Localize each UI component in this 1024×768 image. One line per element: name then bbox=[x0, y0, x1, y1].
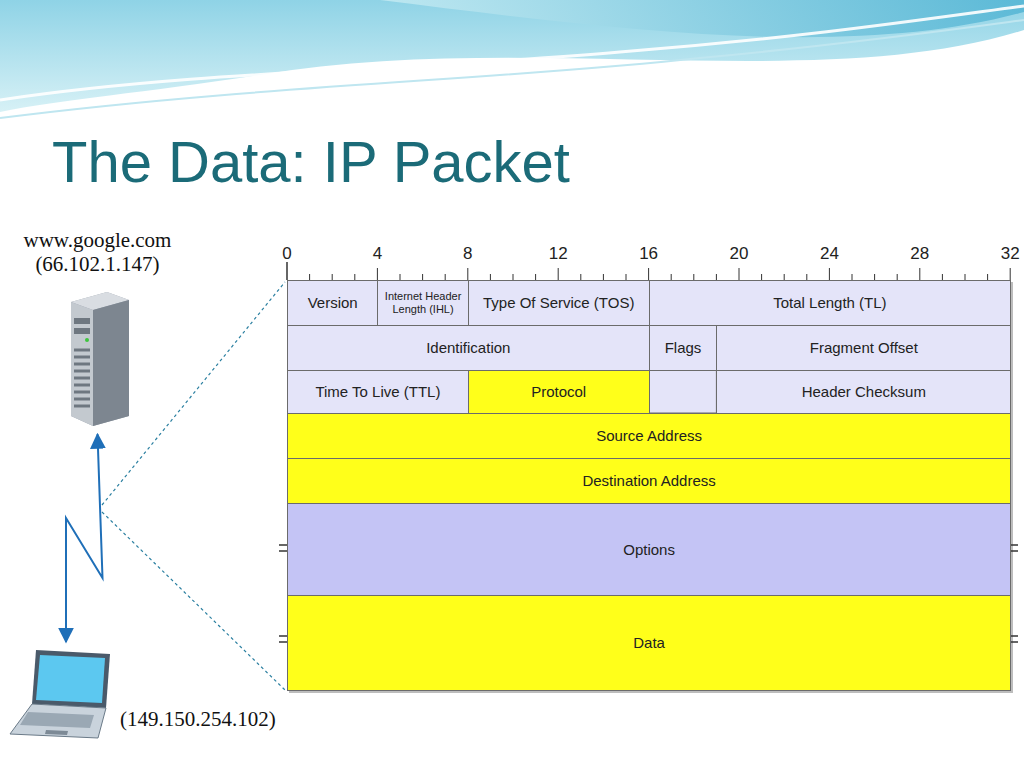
field-name: Time To Live (TTL) bbox=[315, 383, 440, 401]
field-name: Internet Header Length (IHL) bbox=[382, 290, 463, 315]
header-streak bbox=[0, 20, 1024, 118]
header-field: Flags bbox=[649, 325, 718, 371]
header-field: Identification bbox=[287, 325, 650, 371]
field-name: Type Of Service (TOS) bbox=[483, 294, 634, 312]
wireless-link bbox=[66, 434, 103, 642]
header-field: Time To Live (TTL) bbox=[287, 370, 469, 414]
laptop-icon bbox=[6, 646, 118, 746]
header-field: Protocol bbox=[468, 370, 650, 414]
field-name: Identification bbox=[426, 339, 510, 357]
header-field: Source Address bbox=[287, 413, 1011, 459]
field-name: Protocol bbox=[531, 383, 586, 401]
field-name: Version bbox=[308, 294, 358, 312]
header-field: Total Length (TL) bbox=[649, 280, 1012, 326]
header-streak bbox=[0, 6, 1024, 100]
laptop-host: (149.150.254.102) bbox=[6, 646, 276, 746]
bit-number: 20 bbox=[730, 244, 749, 264]
bit-number: 4 bbox=[373, 244, 382, 264]
host-label: (66.102.1.147) bbox=[35, 252, 159, 276]
bit-number: 0 bbox=[282, 244, 291, 264]
bit-number: 24 bbox=[820, 244, 839, 264]
header-field: Destination Address bbox=[287, 458, 1011, 504]
field-name: Total Length (TL) bbox=[773, 294, 886, 312]
bit-number: 32 bbox=[1001, 244, 1020, 264]
header-field: Data bbox=[287, 595, 1011, 691]
bit-ruler bbox=[287, 262, 1010, 280]
server-icon bbox=[63, 288, 133, 428]
bit-number: 12 bbox=[549, 244, 568, 264]
bit-number: 8 bbox=[463, 244, 472, 264]
header-field: Fragment Offset bbox=[716, 325, 1011, 371]
bit-number: 16 bbox=[639, 244, 658, 264]
field-name: Flags bbox=[665, 339, 702, 357]
header-field: Options bbox=[287, 503, 1011, 596]
slide-title: The Data: IP Packet bbox=[52, 128, 570, 195]
header-field: Header Checksum bbox=[716, 370, 1011, 414]
zoom-line bbox=[102, 282, 285, 505]
empty-cell bbox=[649, 370, 717, 413]
zoom-line bbox=[102, 512, 285, 690]
server-host: www.google.com(66.102.1.147) bbox=[5, 228, 190, 428]
field-name: Options bbox=[623, 541, 675, 559]
header-field: Type Of Service (TOS) bbox=[468, 280, 650, 326]
header-field: Internet Header Length (IHL) bbox=[377, 280, 468, 326]
host-label: (149.150.254.102) bbox=[120, 707, 276, 746]
field-name: Header Checksum bbox=[802, 383, 926, 401]
field-name: Fragment Offset bbox=[810, 339, 918, 357]
field-name: Data bbox=[633, 634, 665, 652]
header-field: Version bbox=[287, 280, 378, 326]
field-name: Source Address bbox=[596, 427, 702, 445]
bit-number: 28 bbox=[910, 244, 929, 264]
header-wave bbox=[0, 0, 1024, 112]
field-name: Destination Address bbox=[582, 472, 715, 490]
host-label: www.google.com bbox=[24, 228, 172, 252]
